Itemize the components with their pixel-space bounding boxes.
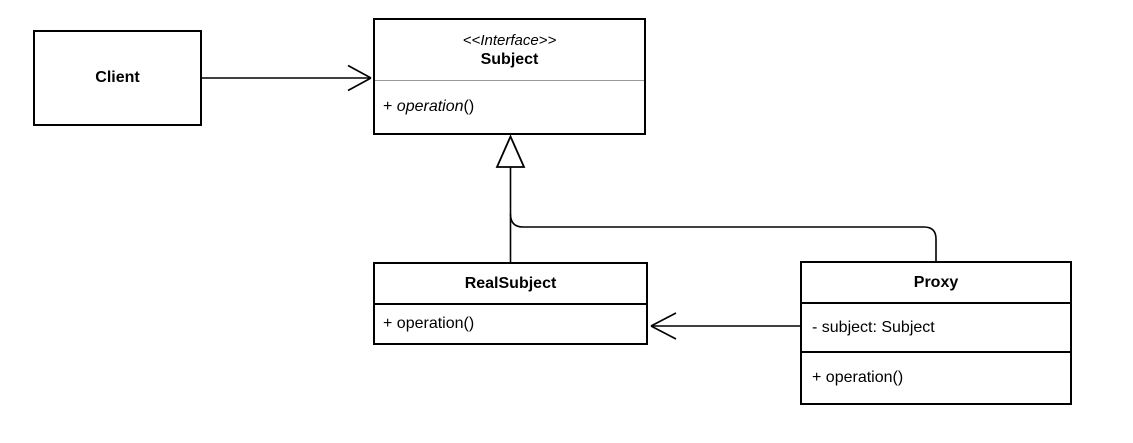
class-title-subject: Subject: [480, 51, 539, 69]
class-header-proxy: Proxy: [802, 263, 1070, 304]
realization-branch-line: [509, 213, 937, 261]
class-title-realsubject: RealSubject: [464, 274, 557, 292]
method-parens: (): [463, 98, 475, 115]
class-box-proxy: Proxy - subject: Subject + operation(): [800, 261, 1072, 405]
abstract-method-name: operation: [396, 98, 464, 115]
class-box-subject: <<Interface>> Subject + operation(): [373, 18, 646, 135]
class-title-proxy: Proxy: [913, 273, 959, 291]
proxy-attribute-row: - subject: Subject: [802, 304, 1070, 353]
proxy-to-realsubject-arrow: [650, 312, 800, 340]
client-to-subject-arrow: [202, 64, 372, 92]
proxy-to-subject-realization: [509, 213, 937, 261]
class-box-client: Client: [33, 30, 202, 126]
class-header-subject: <<Interface>> Subject: [375, 20, 644, 81]
proxy-method-row: + operation(): [812, 369, 904, 386]
realsubject-to-subject-realization: [495, 134, 526, 262]
hollow-triangle-arrowhead-icon: [495, 134, 526, 168]
stereotype-label: <<Interface>>: [462, 31, 557, 49]
class-title-client: Client: [95, 69, 140, 87]
open-arrowhead-icon: [650, 312, 677, 340]
class-header-realsubject: RealSubject: [375, 264, 646, 305]
class-box-realsubject: RealSubject + operation(): [373, 262, 648, 345]
subject-method-row: + operation(): [375, 81, 644, 133]
open-arrowhead-icon: [347, 64, 372, 92]
method-visibility: +: [383, 98, 397, 115]
realsubject-method-row: + operation(): [383, 315, 475, 332]
